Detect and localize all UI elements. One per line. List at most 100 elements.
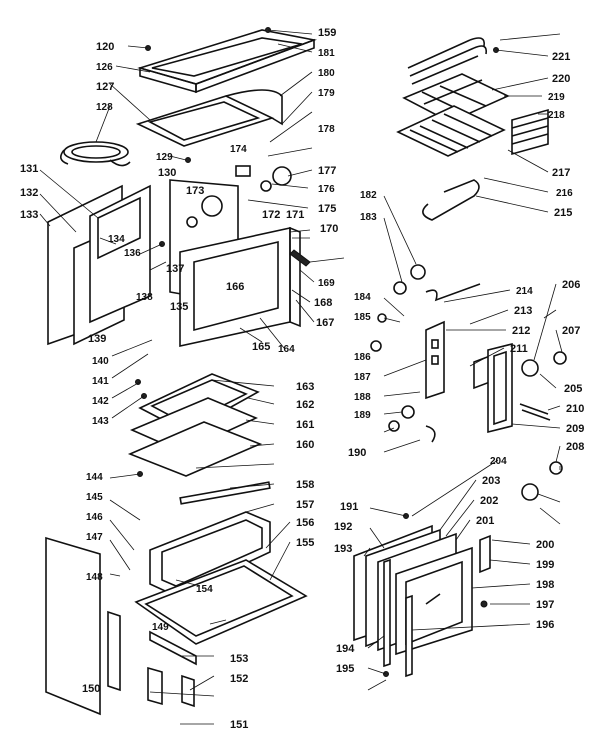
leader-lines [39,29,563,725]
callout-212: 212 [512,325,530,337]
callout-152: 152 [230,673,248,685]
callout-165: 165 [252,341,270,353]
oven-door [353,524,491,678]
callout-153: 153 [230,653,248,665]
callout-133: 133 [20,209,38,221]
callout-148: 148 [86,572,103,583]
oven-front-frame [179,226,301,347]
callout-215: 215 [554,207,572,219]
callout-194: 194 [336,643,355,655]
callout-198: 198 [536,579,554,591]
callout-149: 149 [152,622,169,633]
callout-182: 182 [360,190,377,201]
control-bracket [425,320,513,434]
callout-209: 209 [566,423,584,435]
callout-208: 208 [566,441,584,453]
callout-204: 204 [490,456,507,467]
callout-181: 181 [318,48,335,59]
callout-155: 155 [296,537,314,549]
callout-170: 170 [320,223,338,235]
callout-193: 193 [334,543,352,555]
broiler-pan [127,373,271,505]
storage-drawer [134,511,308,666]
callout-203: 203 [482,475,500,487]
callout-213: 213 [514,305,532,317]
bake-element [422,179,480,221]
callout-195: 195 [336,663,354,675]
callout-150-left: 150 [82,683,100,695]
callout-172: 172 [262,209,280,221]
callout-177: 177 [318,165,336,177]
callout-218: 218 [548,110,565,121]
callout-174: 174 [230,144,247,155]
cooktop-frame [135,89,283,147]
callout-178: 178 [318,124,335,135]
callout-142: 142 [92,396,109,407]
callout-120-top: 120 [96,41,114,53]
callout-180: 180 [318,68,335,79]
callout-196: 196 [536,619,554,631]
callout-192: 192 [334,521,352,533]
igniter-and-thermostat [370,264,481,352]
callout-163: 163 [296,381,314,393]
callout-202: 202 [480,495,498,507]
callout-139: 139 [88,333,106,345]
callout-190: 190 [348,447,366,459]
callout-185: 185 [354,312,371,323]
callout-154: 154 [196,584,213,595]
callout-157: 157 [296,499,314,511]
callout-130: 130 [158,167,176,179]
callout-189: 189 [354,410,371,421]
callout-188: 188 [354,392,371,403]
callout-146: 146 [86,512,103,523]
callout-187: 187 [354,372,371,383]
callout-147: 147 [86,532,103,543]
callout-143: 143 [92,416,109,427]
callout-191-top: 191 [340,501,358,513]
callout-128: 128 [96,102,113,113]
callout-217: 217 [552,167,570,179]
callout-168: 168 [314,297,332,309]
callout-205: 205 [564,383,582,395]
callout-156: 156 [296,517,314,529]
lower-side-panel [45,536,195,716]
callout-169: 169 [318,278,335,289]
callout-131: 131 [20,163,38,175]
callout-166: 166 [226,281,244,293]
oven-rack-side [511,108,549,156]
callout-220: 220 [552,73,570,85]
callout-171: 171 [286,209,304,221]
callout-184: 184 [354,292,371,303]
callout-132: 132 [20,187,38,199]
callout-144: 144 [86,472,103,483]
callout-199: 199 [536,559,554,571]
callout-129: 129 [156,152,173,163]
callout-211: 211 [510,343,528,355]
callout-161: 161 [296,419,314,431]
callout-138: 138 [136,292,153,303]
callout-173: 173 [186,185,204,197]
callout-134: 134 [108,234,125,245]
callout-151: 151 [230,719,248,731]
callout-200: 200 [536,539,554,551]
callout-135: 135 [170,301,188,313]
callout-207: 207 [562,325,580,337]
callout-160-broiler: 160 [296,439,314,451]
broil-element [407,37,488,85]
callout-141: 141 [92,376,109,387]
callout-179: 179 [318,88,335,99]
callout-145: 145 [86,492,103,503]
callout-219: 219 [548,92,565,103]
callout-183-upper: 183 [360,212,377,223]
callout-221: 221 [552,51,570,63]
cooktop-top-panel [137,29,317,94]
callout-158: 158 [296,479,314,491]
callout-210: 210 [566,403,584,415]
callout-137: 137 [166,263,184,275]
callout-201: 201 [476,515,494,527]
callout-176: 176 [318,184,335,195]
callout-197: 197 [536,599,554,611]
callout-214: 214 [516,286,533,297]
callout-162: 162 [296,399,314,411]
